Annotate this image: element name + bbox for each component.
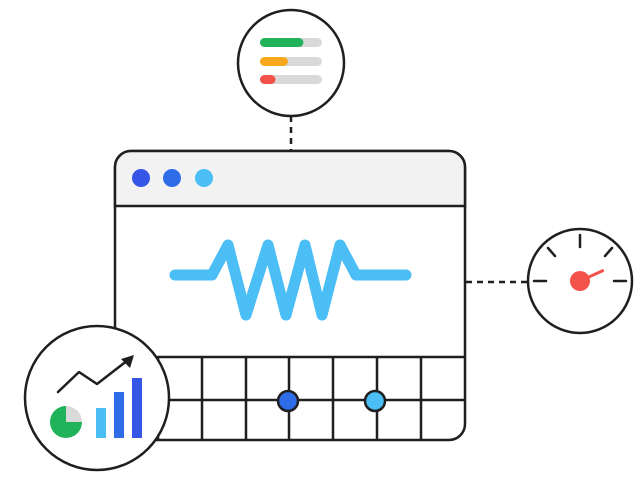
gauge-badge — [526, 227, 634, 335]
window-title-bar — [113, 149, 467, 208]
window-dot-1 — [132, 169, 150, 187]
browser-window — [113, 149, 467, 442]
gauge-hub — [570, 271, 590, 291]
grid-marker-dark — [276, 389, 300, 413]
grid-marker-light — [363, 389, 387, 413]
progress-bars-icon — [260, 38, 322, 84]
trend-line — [56, 358, 130, 394]
status-bar-green — [260, 38, 304, 47]
speedometer-gauge-icon — [532, 233, 628, 283]
window-dot-2 — [163, 169, 181, 187]
status-bar-red — [260, 75, 276, 84]
trend-arrow-head — [121, 355, 134, 368]
pie-slice-green — [50, 406, 82, 438]
status-badge — [236, 8, 346, 118]
waveform-icon — [169, 239, 412, 321]
growth-chart-icon — [50, 355, 142, 438]
analytics-badge — [23, 324, 171, 472]
chart-bar-3 — [132, 378, 142, 438]
chart-bar-1 — [96, 408, 106, 438]
status-bar-orange — [260, 57, 288, 66]
window-dot-3 — [195, 169, 213, 187]
chart-bar-2 — [114, 392, 124, 438]
